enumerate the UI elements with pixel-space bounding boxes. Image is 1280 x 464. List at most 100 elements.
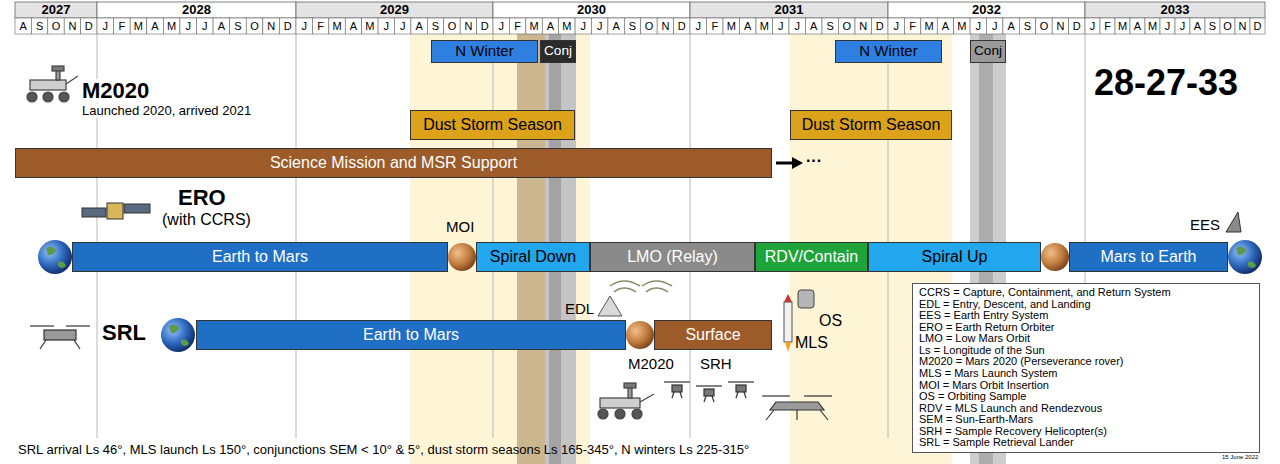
month-cell: [31, 18, 47, 34]
helicopter-leg: [680, 392, 682, 398]
month-cell: [163, 18, 180, 34]
month-cell: [411, 18, 427, 34]
month-label: J: [575, 18, 591, 34]
month-label: M: [1115, 18, 1130, 34]
month-cell: [921, 18, 937, 34]
month-cell: [674, 18, 690, 34]
year-cell: [97, 2, 296, 18]
helicopter-icons: [664, 382, 754, 402]
month-cell: [444, 18, 460, 34]
month-cell: [1036, 18, 1052, 34]
month-label: J: [970, 18, 986, 34]
rover-body: [600, 398, 640, 408]
lander-icon: [762, 396, 832, 420]
month-cell: [970, 18, 986, 34]
phase-bar: Earth to Mars: [72, 242, 448, 272]
rotor: [804, 395, 832, 396]
month-label: A: [740, 18, 757, 34]
month-label: A: [345, 18, 361, 34]
month-label: S: [1019, 18, 1035, 34]
month-label: S: [230, 18, 247, 34]
month-label: N: [657, 18, 673, 34]
month-label: N: [1235, 18, 1250, 34]
wave: [646, 288, 668, 292]
month-cell: [246, 18, 263, 34]
rover-wheel: [43, 92, 53, 102]
abbreviation-line: Ls = Longitude of the Sun: [919, 345, 1045, 357]
rover-wheel: [27, 92, 37, 102]
mission-name: SRL: [102, 321, 146, 345]
month-cell: [48, 18, 64, 34]
bar-label: Earth to Mars: [212, 248, 308, 266]
lander-leg: [766, 410, 774, 420]
month-label: F: [707, 18, 724, 34]
month-cell: [1100, 18, 1115, 34]
month-cell: [888, 18, 904, 34]
earth-globe: [161, 318, 195, 352]
bar-label: Conj: [544, 44, 572, 59]
orbiting-sample: [798, 290, 814, 308]
abbreviation-line: EES = Earth Entry System: [919, 310, 1048, 322]
bar-label: Science Mission and MSR Support: [270, 154, 517, 172]
month-label: S: [822, 18, 839, 34]
month-cell: [427, 18, 443, 34]
abbreviation-line: ERO = Earth Return Orbiter: [919, 322, 1054, 334]
month-cell: [723, 18, 740, 34]
month-cell: [1160, 18, 1175, 34]
month-label: O: [839, 18, 856, 34]
phase-bar: RDV/Contain: [755, 242, 868, 272]
month-label: M: [1145, 18, 1160, 34]
month-cell: [839, 18, 856, 34]
month-cell: [1052, 18, 1068, 34]
month-cell: [329, 18, 345, 34]
month-cell: [789, 18, 806, 34]
month-cell: [1250, 18, 1265, 34]
month-cell: [641, 18, 657, 34]
month-label: D: [477, 18, 493, 34]
month-cell: [1235, 18, 1250, 34]
month-cell: [1220, 18, 1235, 34]
month-cell: [378, 18, 394, 34]
component-label: MLS: [795, 334, 828, 352]
year-cell: [15, 2, 97, 18]
month-label: A: [213, 18, 230, 34]
helicopter-leg: [744, 392, 746, 398]
month-label: J: [395, 18, 411, 34]
wave: [642, 281, 672, 286]
month-cell: [872, 18, 889, 34]
month-cell: [1019, 18, 1035, 34]
abbreviation-line: RDV = MLS Launch and Rendezvous: [919, 403, 1102, 415]
year-divider: [888, 34, 889, 438]
helicopter-leg: [712, 396, 714, 402]
month-label: F: [114, 18, 131, 34]
month-cell: [822, 18, 839, 34]
month-cell: [608, 18, 624, 34]
abbreviation-line: CCRS = Capture, Containment, and Return …: [919, 287, 1171, 299]
year-label: 2031: [690, 2, 888, 18]
rocket-nose: [784, 294, 792, 302]
phase-bar: Mars to Earth: [1069, 242, 1228, 272]
month-label: J: [888, 18, 904, 34]
earth-land: [169, 324, 189, 346]
month-label: O: [641, 18, 657, 34]
year-divider: [493, 34, 494, 438]
year-label: 2029: [296, 2, 493, 18]
mars-globe: [448, 243, 476, 271]
rotor: [728, 381, 754, 382]
month-label: A: [1190, 18, 1205, 34]
month-label: M: [526, 18, 542, 34]
month-label: J: [378, 18, 394, 34]
lander-leg: [40, 340, 46, 349]
bar-label: RDV/Contain: [765, 248, 858, 266]
year-cell: [888, 2, 1085, 18]
month-cell: [15, 18, 31, 34]
month-label: O: [246, 18, 263, 34]
month-label: J: [180, 18, 197, 34]
event-label: EES: [1190, 217, 1220, 234]
rotor: [664, 381, 690, 382]
month-label: A: [1003, 18, 1019, 34]
year-cell: [296, 2, 493, 18]
phase-bar: Science Mission and MSR Support: [15, 148, 772, 178]
abbreviation-box: CCRS = Capture, Containment, and Return …: [912, 283, 1260, 453]
bar-label: Dust Storm Season: [423, 116, 562, 134]
